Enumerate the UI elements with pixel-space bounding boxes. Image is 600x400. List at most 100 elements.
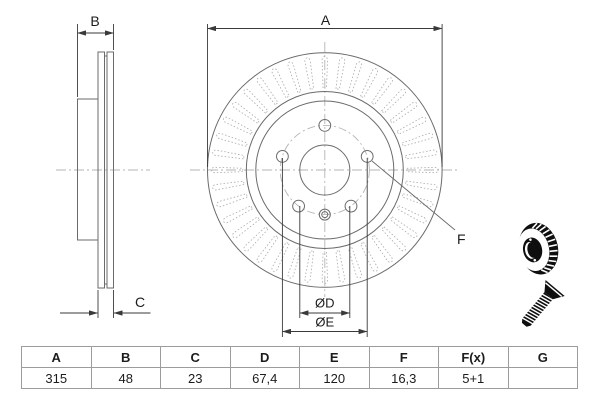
vent-slot bbox=[381, 226, 407, 252]
table-value-cell: 16,3 bbox=[368, 367, 439, 389]
table-header-cell: E bbox=[299, 346, 370, 368]
dimension-d bbox=[299, 206, 351, 318]
vent-slot bbox=[256, 77, 279, 106]
vent-slot bbox=[216, 193, 248, 208]
rim-vent-dash bbox=[549, 249, 558, 253]
locating-pin-hole bbox=[318, 208, 331, 221]
dimension-c-label: C bbox=[135, 294, 145, 310]
table-value-cell: 5+1 bbox=[438, 367, 509, 389]
screw-thread-line bbox=[521, 317, 534, 325]
vent-slot bbox=[287, 61, 302, 94]
vent-slot bbox=[271, 68, 290, 99]
table-header-cell: F bbox=[368, 346, 439, 368]
dimension-a-label: A bbox=[321, 12, 331, 28]
dimension-f-label: F bbox=[457, 231, 466, 247]
bolt-hole bbox=[292, 199, 306, 213]
rim-vent-dash bbox=[549, 255, 558, 258]
rim-vent-dash bbox=[540, 269, 548, 274]
bolt-hole bbox=[344, 199, 358, 213]
brake-disc-icon bbox=[517, 222, 559, 275]
vent-slot bbox=[396, 205, 427, 224]
disc-outer-circle bbox=[206, 52, 443, 288]
screw-thread-line bbox=[531, 305, 544, 313]
dimension-c bbox=[60, 290, 151, 318]
table-value-row: 315 48 23 67,4 120 16,3 5+1 bbox=[21, 367, 578, 389]
leader-f bbox=[371, 160, 456, 231]
rim-vent-dash bbox=[547, 238, 556, 243]
vent-slot bbox=[335, 250, 346, 283]
vent-slot bbox=[348, 246, 362, 279]
front-view: A ØD ØE F bbox=[190, 12, 466, 337]
vent-slot bbox=[371, 234, 393, 263]
vent-slot bbox=[210, 166, 244, 174]
rim-vent-dash bbox=[543, 266, 552, 271]
rim-vent-dash bbox=[548, 259, 557, 263]
table-header-cell: F(x) bbox=[438, 346, 509, 368]
vent-slot bbox=[389, 216, 418, 239]
dimension-e-label: ØE bbox=[315, 315, 334, 330]
vent-slot bbox=[401, 132, 434, 147]
vent-slot bbox=[243, 226, 269, 252]
table-header-cell: C bbox=[160, 346, 231, 368]
screw-thread-line bbox=[525, 312, 538, 320]
screw-thread-line bbox=[529, 307, 542, 315]
table-value-cell: 48 bbox=[90, 367, 161, 389]
vent-band-inner-circle bbox=[245, 91, 404, 249]
table-header-row: A B C D E F F(x) G bbox=[21, 346, 578, 368]
dimension-a bbox=[207, 24, 443, 167]
vent-slot bbox=[232, 101, 261, 124]
vent-slot bbox=[371, 77, 393, 106]
vent-slot bbox=[321, 251, 328, 284]
screw-thread-line bbox=[539, 295, 552, 304]
dimension-d-label: ØD bbox=[315, 296, 335, 311]
vent-slot bbox=[406, 166, 439, 174]
rim-vent-dash bbox=[548, 243, 558, 248]
vent-slot bbox=[401, 193, 434, 208]
vent-slot bbox=[212, 149, 245, 160]
side-hat-outline bbox=[77, 98, 99, 241]
vent-slot bbox=[405, 149, 438, 160]
screw-thread-line bbox=[523, 314, 536, 323]
vent-slot bbox=[232, 216, 261, 239]
table-value-cell: 67,4 bbox=[229, 367, 300, 389]
table-value-cell: 315 bbox=[21, 367, 92, 389]
vent-slot bbox=[389, 101, 418, 124]
vent-slot bbox=[359, 68, 378, 99]
side-view: B C bbox=[56, 13, 151, 318]
vent-slot bbox=[223, 205, 254, 224]
rim-vent-dash bbox=[546, 263, 555, 267]
rim-vent-dash bbox=[542, 229, 550, 235]
screw-thread-line bbox=[541, 293, 554, 301]
table-header-cell: B bbox=[90, 346, 161, 368]
screw-thread-line bbox=[527, 310, 540, 318]
center-bore-circle bbox=[299, 144, 351, 196]
vent-slot bbox=[243, 88, 269, 114]
vent-slots bbox=[210, 56, 439, 284]
rim-vent-dash bbox=[535, 223, 542, 230]
vent-slot bbox=[304, 57, 315, 90]
vent-slot bbox=[359, 241, 378, 272]
dimension-spec-table: A B C D E F F(x) G 315 48 23 67,4 120 16… bbox=[21, 346, 578, 389]
table-value-cell bbox=[507, 367, 578, 389]
table-value-cell: 120 bbox=[299, 367, 370, 389]
hat-circle bbox=[255, 100, 395, 240]
dimension-b bbox=[77, 24, 114, 97]
screw-thread-line bbox=[533, 302, 546, 311]
rim-vent-dash bbox=[539, 225, 547, 232]
vent-slot bbox=[381, 88, 407, 114]
vent-slot bbox=[216, 132, 248, 147]
bolt-hole bbox=[318, 119, 332, 132]
vent-slot bbox=[348, 61, 362, 94]
table-header-cell: G bbox=[507, 346, 578, 368]
vent-slot bbox=[405, 180, 438, 191]
vent-slot bbox=[287, 246, 302, 279]
screw-thread-line bbox=[535, 300, 548, 308]
dimension-b-label: B bbox=[90, 13, 99, 29]
screw-thread-line bbox=[537, 298, 550, 306]
vent-slot bbox=[256, 234, 279, 263]
vent-slot bbox=[212, 180, 245, 191]
vent-slot bbox=[335, 57, 346, 90]
rim-vent-dash bbox=[545, 233, 553, 239]
